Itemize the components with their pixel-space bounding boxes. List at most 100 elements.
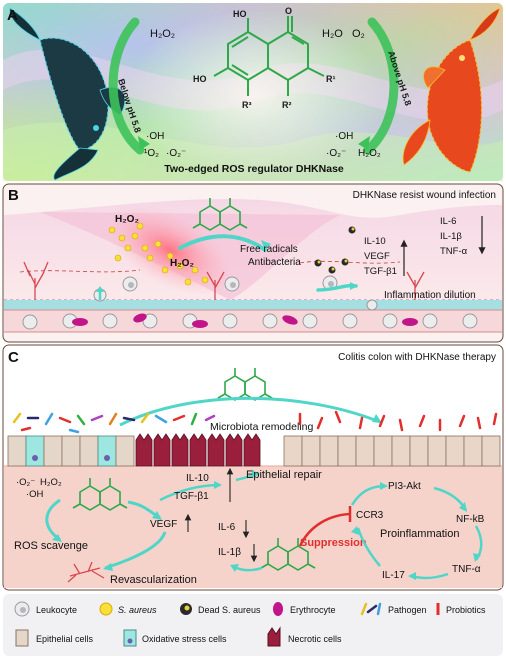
red-fish-illustration bbox=[402, 7, 501, 173]
erythrocytes bbox=[72, 313, 418, 328]
panel-b-letter: B bbox=[8, 187, 19, 204]
epithelium-left bbox=[7, 435, 135, 467]
dead-s-aureus bbox=[314, 226, 356, 274]
tnfa-label: TNF-α bbox=[452, 564, 481, 575]
center-glow bbox=[125, 10, 385, 180]
up-list-item-2: VEGF bbox=[364, 251, 390, 262]
legend: Leukocyte S. aureus Dead S. aureus Eryth… bbox=[3, 594, 503, 656]
h2o2-label-1: H₂O₂ bbox=[115, 214, 139, 225]
suppression-line bbox=[298, 512, 351, 547]
legend-dead-s-aureus: Dead S. aureus bbox=[198, 605, 261, 615]
superoxide-left: ·O₂⁻ bbox=[166, 148, 186, 159]
oxidative-stress-cell-icon bbox=[123, 629, 137, 647]
s-aureus-icon bbox=[99, 602, 113, 616]
to-il10-arrowhead bbox=[214, 481, 222, 489]
panel-b: B DHKNase resist wound infection H₂O₂ H₂… bbox=[2, 183, 504, 343]
above-ph-arrow bbox=[363, 17, 399, 155]
ros-hydroxyl: ·OH bbox=[26, 489, 44, 500]
molecule-oxo: O bbox=[285, 6, 292, 16]
panel-b-title: DHKNase resist wound infection bbox=[353, 190, 496, 201]
to-vegf-arrowhead bbox=[152, 511, 162, 520]
free-radicals-arrow bbox=[178, 234, 267, 252]
molecule-r1: R¹ bbox=[326, 74, 336, 84]
il17-to-ccr3-arrow bbox=[356, 527, 381, 567]
above-ph-arrowhead bbox=[358, 136, 370, 150]
epithelium-right bbox=[283, 435, 501, 467]
to-revasc-arrow bbox=[104, 531, 167, 570]
oh-left: ·OH bbox=[146, 131, 164, 142]
legend-necrotic: Necrotic cells bbox=[288, 634, 342, 644]
h2o2-label-2: H₂O₂ bbox=[170, 258, 194, 269]
molecule-ho-left: HO bbox=[193, 74, 207, 84]
dilution-arrowhead bbox=[350, 282, 358, 290]
dilution-label: Inflammation dilution bbox=[384, 290, 476, 301]
panel-c-letter: C bbox=[8, 349, 19, 366]
vessel-walls bbox=[4, 309, 502, 333]
epithelial-cell-icon bbox=[15, 629, 29, 647]
below-ph-arrowhead bbox=[138, 136, 150, 150]
migration-arrowhead bbox=[96, 286, 104, 292]
leukocytes bbox=[22, 275, 478, 330]
revascularization-label: Revascularization bbox=[110, 574, 197, 586]
molecule-c-left bbox=[72, 478, 128, 511]
molecule-r2: R² bbox=[282, 100, 292, 110]
tissue-line bbox=[299, 260, 401, 264]
il6-label: IL-6 bbox=[218, 522, 236, 533]
nfkb-label: NF-kB bbox=[456, 514, 485, 525]
panel-a-letter: A bbox=[7, 7, 18, 24]
legend-erythrocyte: Erythrocyte bbox=[290, 605, 336, 615]
basement-layer bbox=[4, 300, 502, 310]
down-list-item-2: IL-1β bbox=[440, 231, 462, 242]
tissue-line bbox=[19, 269, 141, 273]
molecule-b bbox=[192, 198, 248, 231]
s-aureus-cluster bbox=[108, 222, 209, 286]
pi3-label: PI3-Akt bbox=[388, 481, 421, 492]
necrotic-cell-icon bbox=[267, 626, 281, 647]
pathogens bbox=[12, 412, 216, 434]
h2o-right: H₂O bbox=[322, 28, 343, 40]
panel-a: Below pH 5.8 Above pH 5.8 A H₂O₂ H₂O O₂ … bbox=[3, 3, 503, 181]
legend-s-aureus: S. aureus bbox=[118, 605, 157, 615]
panel-c: C Colitis colon with DHKNase therapy Mic… bbox=[2, 344, 504, 591]
pathogen-icon bbox=[360, 602, 382, 616]
legend-leukocyte: Leukocyte bbox=[36, 605, 77, 615]
revasc-vessels bbox=[67, 561, 105, 583]
pi3-to-nfkb-arrowhead bbox=[459, 502, 467, 512]
legend-probiotics: Probiotics bbox=[446, 605, 486, 615]
antibacteria-label: Antibacteria bbox=[248, 257, 301, 268]
vessel-layer bbox=[4, 310, 502, 332]
singlet-oxygen: ¹O₂ bbox=[144, 148, 159, 159]
tnf-to-il17-arrowhead bbox=[408, 572, 416, 580]
proinflammation-label: Proinflammation bbox=[380, 528, 459, 540]
panel-a-caption: Two-edged ROS regulator DHKNase bbox=[164, 163, 344, 175]
legend-pathogen: Pathogen bbox=[388, 605, 427, 615]
legend-background bbox=[3, 594, 503, 656]
ccr3-to-pi3-arrowhead bbox=[380, 482, 388, 490]
up-list-item-3: TGF-β1 bbox=[364, 266, 397, 277]
legend-oxidative: Oxidative stress cells bbox=[142, 634, 227, 644]
o2-right: O₂ bbox=[352, 28, 365, 40]
below-ph-arrow bbox=[108, 17, 145, 155]
submucosa bbox=[4, 466, 502, 588]
leukocyte-icon-nucleus bbox=[20, 607, 26, 613]
oh-right: ·OH bbox=[335, 131, 353, 142]
ros-scavenge-label: ROS scavenge bbox=[14, 540, 88, 552]
molecule-ho-top: HO bbox=[233, 9, 247, 19]
oxidative-stress-cell-icon-nucleus bbox=[127, 638, 133, 644]
microbiota-arrowhead bbox=[372, 414, 382, 423]
dead-s-aureus-icon-spot bbox=[184, 605, 190, 611]
h2o2-bottom-right: H₂O₂ bbox=[358, 148, 381, 159]
il10-label: IL-10 bbox=[186, 473, 209, 484]
epithelial-repair-label: Epithelial repair bbox=[246, 469, 322, 481]
erythrocyte-icon bbox=[273, 602, 283, 616]
vegf-label: VEGF bbox=[150, 519, 177, 530]
legend-epithelial: Epithelial cells bbox=[36, 634, 94, 644]
necrotic-cells bbox=[135, 433, 261, 467]
suppression-label: Suppression bbox=[300, 537, 367, 549]
capillaries bbox=[23, 261, 425, 300]
molecule-c-top bbox=[217, 368, 273, 401]
tgf-label: TGF-β1 bbox=[174, 491, 209, 502]
molecule-c-center bbox=[260, 538, 316, 571]
